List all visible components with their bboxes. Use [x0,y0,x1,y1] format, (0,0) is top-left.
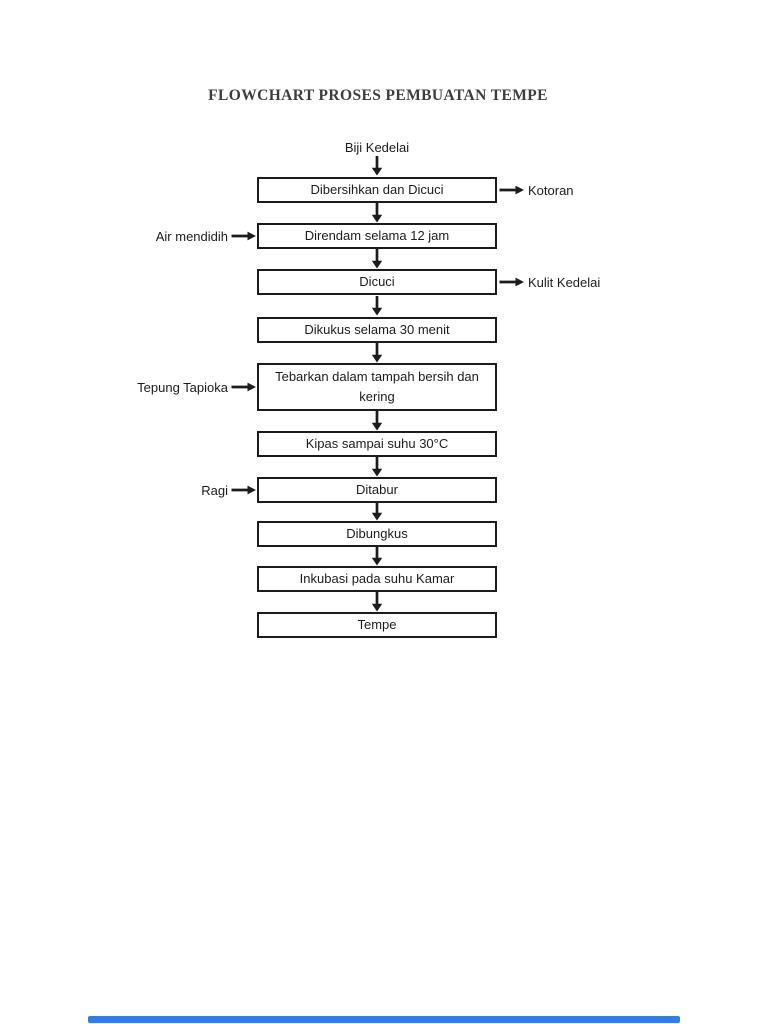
flow-step-label: Dicuci [359,274,395,289]
bottom-progress-bar [88,1016,680,1023]
flow-step-box-dikukus: Dikukus selama 30 menit [257,317,497,343]
arrow-right-icon [499,277,524,287]
arrow-down-icon [371,546,383,566]
page-title: FLOWCHART PROSES PEMBUATAN TEMPE [208,87,548,104]
flow-step-label: Kipas sampai suhu 30°C [305,436,449,451]
arrow-right-icon [231,231,256,241]
flow-step-box-dicuci: Dicuci [257,269,497,295]
arrow-down-icon [371,457,383,477]
flow-step-label: Inkubasi pada suhu Kamar [299,571,455,586]
arrow-right-icon [231,485,256,495]
flow-step-box-dibungkus: Dibungkus [257,521,497,547]
arrow-down-icon [371,501,383,521]
flow-start-label: Biji Kedelai [344,140,410,155]
side-input-label: Air mendidih [155,228,228,244]
arrow-down-icon [371,411,383,431]
arrow-down-icon [371,203,383,223]
flow-step-label: Direndam selama 12 jam [304,228,450,243]
flow-step-label: Tebarkan dalam tampah bersih dan kering [275,369,479,404]
arrow-right-icon [499,185,524,195]
flow-step-label: Ditabur [356,482,398,497]
side-input-label: Ragi [201,482,228,498]
flow-step-label: Dikukus selama 30 menit [304,322,450,337]
side-output-label: Kulit Kedelai [528,274,601,290]
arrow-down-icon [371,592,383,612]
flow-step-box-dibersihkan: Dibersihkan dan Dicuci [257,177,497,203]
side-output-kulit-kedelai: Kulit Kedelai [499,269,600,295]
side-input-ragi: Ragi [201,477,257,503]
flow-step-label: Dibersihkan dan Dicuci [310,182,444,197]
arrow-down-icon [371,249,383,269]
arrow-right-icon [231,382,256,392]
side-output-label: Kotoran [528,182,574,198]
arrow-down-icon [371,343,383,363]
flow-step-label: Dibungkus [346,526,408,541]
flow-step-box-ditabur: Ditabur [257,477,497,503]
flow-step-box-inkubasi: Inkubasi pada suhu Kamar [257,566,497,592]
flow-step-box-direndam: Direndam selama 12 jam [257,223,497,249]
arrow-down-icon [371,296,383,316]
side-input-label: Tepung Tapioka [137,379,228,395]
side-output-kotoran: Kotoran [499,177,574,203]
flow-step-label: Tempe [357,617,397,632]
side-input-air-mendidih: Air mendidih [156,223,257,249]
flow-step-box-kipas: Kipas sampai suhu 30°C [257,431,497,457]
flow-step-box-tempe: Tempe [257,612,497,638]
flow-step-box-tebarkan: Tebarkan dalam tampah bersih dan kering [257,363,497,411]
arrow-down-icon [371,156,383,176]
side-input-tepung-tapioka: Tepung Tapioka [137,363,257,411]
